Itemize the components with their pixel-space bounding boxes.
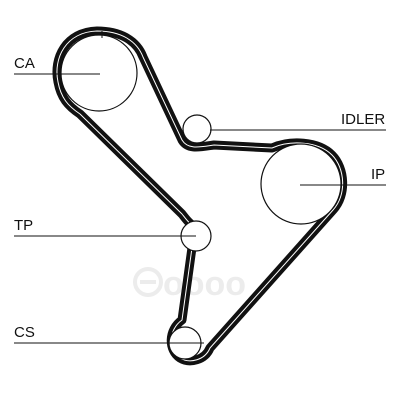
watermark-text: oooo [163, 265, 246, 303]
timing-belt [52, 26, 348, 366]
watermark-logo-icon [133, 267, 163, 297]
label-ip: IP [371, 166, 385, 183]
label-idler: IDLER [341, 111, 385, 128]
watermark: oooo [133, 265, 246, 303]
pulley-idler [182, 114, 212, 144]
belt-inner-line [56, 30, 344, 362]
pulley-ca [60, 31, 138, 112]
label-ca: CA [14, 55, 35, 72]
pulley-ip [260, 143, 342, 225]
label-tp: TP [14, 217, 33, 234]
label-cs: CS [14, 324, 35, 341]
